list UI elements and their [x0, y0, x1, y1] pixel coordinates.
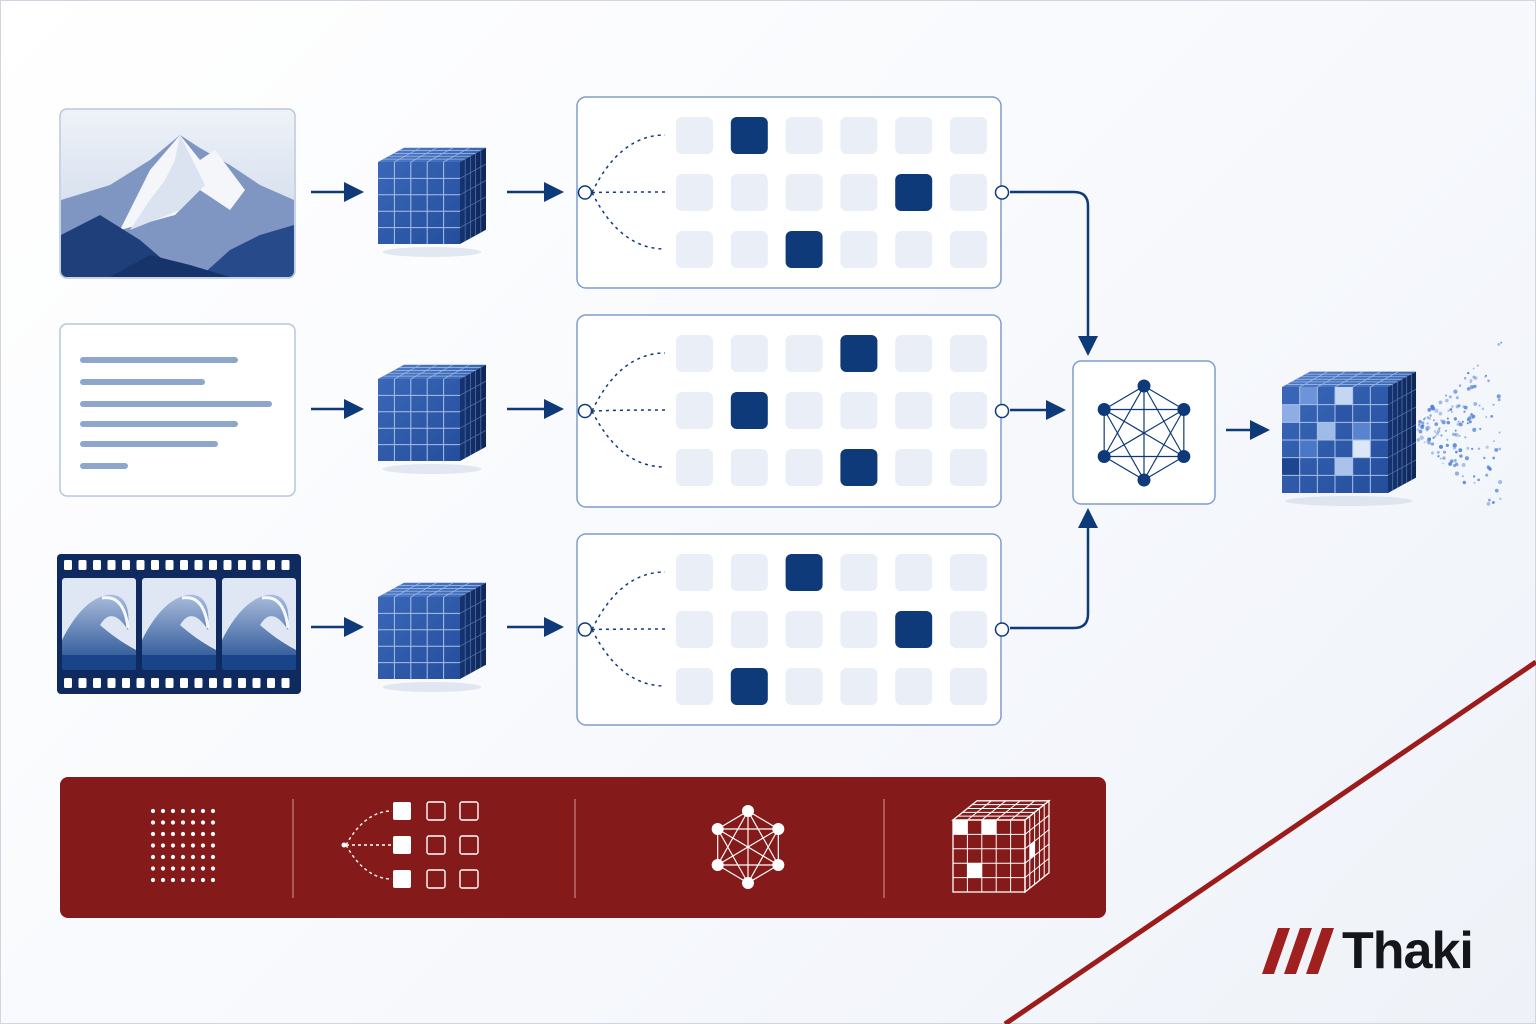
token-cell [950, 611, 987, 648]
token-cell [950, 668, 987, 705]
token-cell [950, 174, 987, 211]
token-cell [676, 449, 713, 486]
token-cell [676, 335, 713, 372]
token-cell [676, 554, 713, 591]
text-document-icon [59, 323, 296, 497]
token-cell [895, 231, 933, 268]
fusion-connectors [1010, 190, 1270, 630]
token-panel [576, 96, 1010, 289]
token-cell [785, 611, 823, 648]
dot-grid-icon [150, 808, 216, 883]
embedding-cubes [378, 147, 487, 692]
token-routing-panels [576, 96, 1010, 726]
token-cell [785, 174, 823, 211]
token-cell [730, 174, 768, 211]
fusion-network-node [1072, 360, 1216, 505]
token-cell [950, 554, 987, 591]
token-cell [950, 449, 987, 486]
token-cell [676, 117, 713, 154]
token-cell [840, 611, 878, 648]
token-cell [730, 554, 768, 591]
network-graph-icon [711, 805, 785, 889]
token-cell [676, 174, 713, 211]
token-cell [895, 449, 933, 486]
accent-diagonal-line [1003, 659, 1536, 1024]
token-cell [730, 449, 768, 486]
token-cell [895, 392, 933, 429]
token-cell [785, 449, 823, 486]
network-graph-icon [1097, 379, 1191, 487]
brand-name: Thaki [1342, 922, 1474, 980]
active-token-cell [840, 335, 878, 372]
token-panel [576, 314, 1010, 508]
token-cell [840, 117, 878, 154]
brand-logo: Thaki [1262, 916, 1522, 986]
token-cell [950, 231, 987, 268]
film-strip-wave-icon [57, 554, 301, 694]
active-token-cell [730, 392, 768, 429]
active-token-cell [785, 231, 823, 268]
token-panel [576, 533, 1010, 726]
token-cell [730, 231, 768, 268]
active-token-cell [840, 449, 878, 486]
token-cell [840, 392, 878, 429]
token-cell [785, 392, 823, 429]
legend-bar [60, 777, 1106, 918]
token-cell [676, 231, 713, 268]
input-arrows [311, 182, 564, 637]
token-cell [785, 668, 823, 705]
token-cell [840, 554, 878, 591]
token-cell [676, 668, 713, 705]
token-cell [950, 117, 987, 154]
sparse-cube-icon [951, 799, 1051, 894]
token-cell [676, 392, 713, 429]
token-cell [895, 668, 933, 705]
routing-grid-icon [341, 801, 479, 889]
token-cell [730, 335, 768, 372]
active-token-cell [895, 174, 933, 211]
token-cell [895, 554, 933, 591]
token-cell [895, 335, 933, 372]
token-cell [785, 335, 823, 372]
output-particle-spray [1416, 341, 1503, 506]
active-token-cell [730, 117, 768, 154]
token-cell [840, 231, 878, 268]
token-cell [676, 611, 713, 648]
token-cell [950, 335, 987, 372]
token-cell [950, 392, 987, 429]
token-cell [730, 611, 768, 648]
active-token-cell [730, 668, 768, 705]
triple-slash-logo-icon [1262, 928, 1334, 974]
mountain-image-icon [59, 108, 296, 279]
output-sparse-cube-icon [1282, 371, 1417, 506]
token-cell [895, 117, 933, 154]
token-cell [840, 174, 878, 211]
active-token-cell [895, 611, 933, 648]
active-token-cell [785, 554, 823, 591]
token-cell [840, 668, 878, 705]
token-cell [785, 117, 823, 154]
